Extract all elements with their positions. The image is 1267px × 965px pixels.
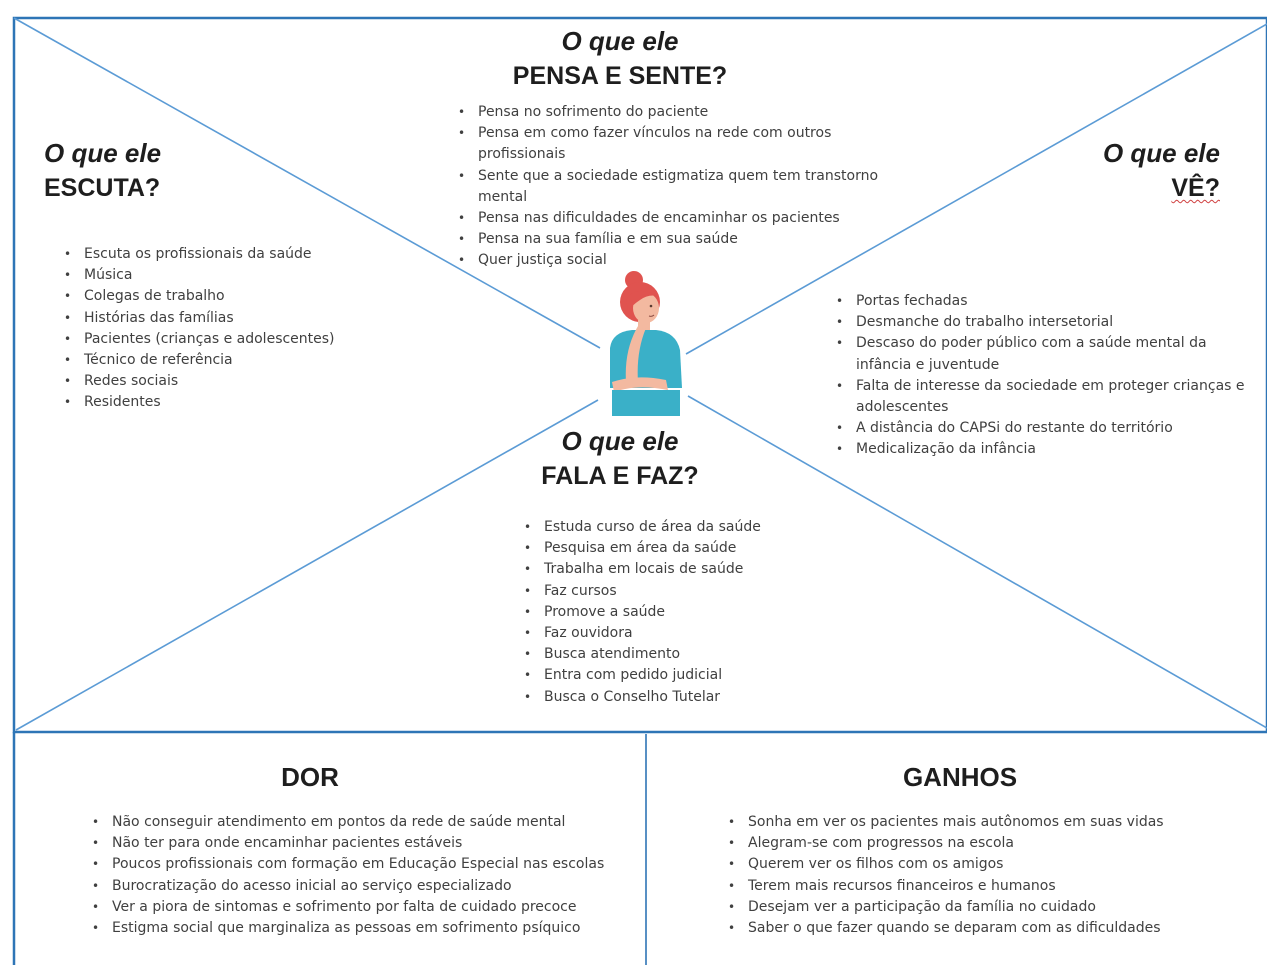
says-does-question: O que ele	[561, 426, 679, 456]
says-does-title: FALA E FAZ?	[541, 462, 699, 490]
hears-question: O que ele	[44, 138, 162, 168]
list-item: Ver a piora de sintomas e sofrimento por…	[90, 897, 640, 918]
list-item: Música	[62, 265, 382, 286]
list-item: Pesquisa em área da saúde	[522, 538, 822, 559]
list-item: Pensa em como fazer vínculos na rede com…	[456, 123, 896, 165]
thinks-feels-title: PENSA E SENTE?	[512, 62, 728, 90]
sees-question: O que ele	[1102, 138, 1220, 168]
gains-list: Sonha em ver os pacientes mais autônomos…	[726, 812, 1246, 939]
list-item: Pacientes (crianças e adolescentes)	[62, 329, 382, 350]
list-item: Promove a saúde	[522, 602, 822, 623]
hears-heading: O que ele ESCUTA?	[44, 136, 264, 206]
sees-title-text: VÊ?	[1171, 174, 1220, 202]
sees-title: VÊ?	[1000, 170, 1220, 206]
list-item: Medicalização da infância	[834, 439, 1254, 460]
thinks-feels-heading: O que ele PENSA E SENTE?	[470, 24, 770, 94]
list-item: Histórias das famílias	[62, 308, 382, 329]
says-does-heading: O que ele FALA E FAZ?	[520, 424, 720, 494]
list-item: Querem ver os filhos com os amigos	[726, 854, 1246, 875]
thinks-feels-question: O que ele	[561, 26, 679, 56]
diagonal-bottom-right	[687, 395, 1267, 729]
thinks-feels-list: Pensa no sofrimento do paciente Pensa em…	[456, 102, 896, 272]
list-item: Terem mais recursos financeiros e humano…	[726, 876, 1246, 897]
list-item: Busca o Conselho Tutelar	[522, 687, 822, 708]
list-item: Faz cursos	[522, 581, 822, 602]
list-item: Sente que a sociedade estigmatiza quem t…	[456, 166, 896, 208]
list-item: Colegas de trabalho	[62, 286, 382, 307]
list-item: Busca atendimento	[522, 644, 822, 665]
hears-list: Escuta os profissionais da saúde Música …	[62, 244, 382, 414]
diagonal-bottom-left	[15, 399, 599, 731]
list-item: Saber o que fazer quando se deparam com …	[726, 918, 1246, 939]
pain-title: DOR	[281, 762, 339, 792]
list-item: Não conseguir atendimento em pontos da r…	[90, 812, 640, 833]
list-item: Entra com pedido judicial	[522, 665, 822, 686]
list-item: Descaso do poder público com a saúde men…	[834, 333, 1254, 375]
gains-title: GANHOS	[902, 762, 1018, 792]
list-item: Estigma social que marginaliza as pessoa…	[90, 918, 640, 939]
thinking-person-icon	[610, 271, 682, 416]
list-item: Poucos profissionais com formação em Edu…	[90, 854, 640, 875]
list-item: Escuta os profissionais da saúde	[62, 244, 382, 265]
sees-list: Portas fechadas Desmanche do trabalho in…	[834, 291, 1254, 461]
pain-list: Não conseguir atendimento em pontos da r…	[90, 812, 640, 939]
list-item: Quer justiça social	[456, 250, 896, 271]
top-quadrant-border	[12, 16, 1267, 734]
list-item: Desejam ver a participação da família no…	[726, 897, 1246, 918]
list-item: Técnico de referência	[62, 350, 382, 371]
list-item: Alegram-se com progressos na escola	[726, 833, 1246, 854]
list-item: Redes sociais	[62, 371, 382, 392]
hears-title: ESCUTA?	[44, 174, 161, 202]
list-item: Falta de interesse da sociedade em prote…	[834, 376, 1254, 418]
list-item: Pensa nas dificuldades de encaminhar os …	[456, 208, 896, 229]
list-item: Desmanche do trabalho intersetorial	[834, 312, 1254, 333]
sees-heading: O que ele VÊ?	[1000, 136, 1220, 206]
list-item: Burocratização do acesso inicial ao serv…	[90, 876, 640, 897]
says-does-list: Estuda curso de área da saúde Pesquisa e…	[522, 517, 822, 708]
list-item: Trabalha em locais de saúde	[522, 559, 822, 580]
diagonal-top-right	[685, 23, 1267, 355]
list-item: Sonha em ver os pacientes mais autônomos…	[726, 812, 1246, 833]
list-item: Faz ouvidora	[522, 623, 822, 644]
list-item: Pensa no sofrimento do paciente	[456, 102, 896, 123]
list-item: Estuda curso de área da saúde	[522, 517, 822, 538]
diagonal-top-left	[13, 17, 601, 349]
list-item: Não ter para onde encaminhar pacientes e…	[90, 833, 640, 854]
list-item: Pensa na sua família e em sua saúde	[456, 229, 896, 250]
list-item: Portas fechadas	[834, 291, 1254, 312]
list-item: A distância do CAPSi do restante do terr…	[834, 418, 1254, 439]
list-item: Residentes	[62, 392, 382, 413]
